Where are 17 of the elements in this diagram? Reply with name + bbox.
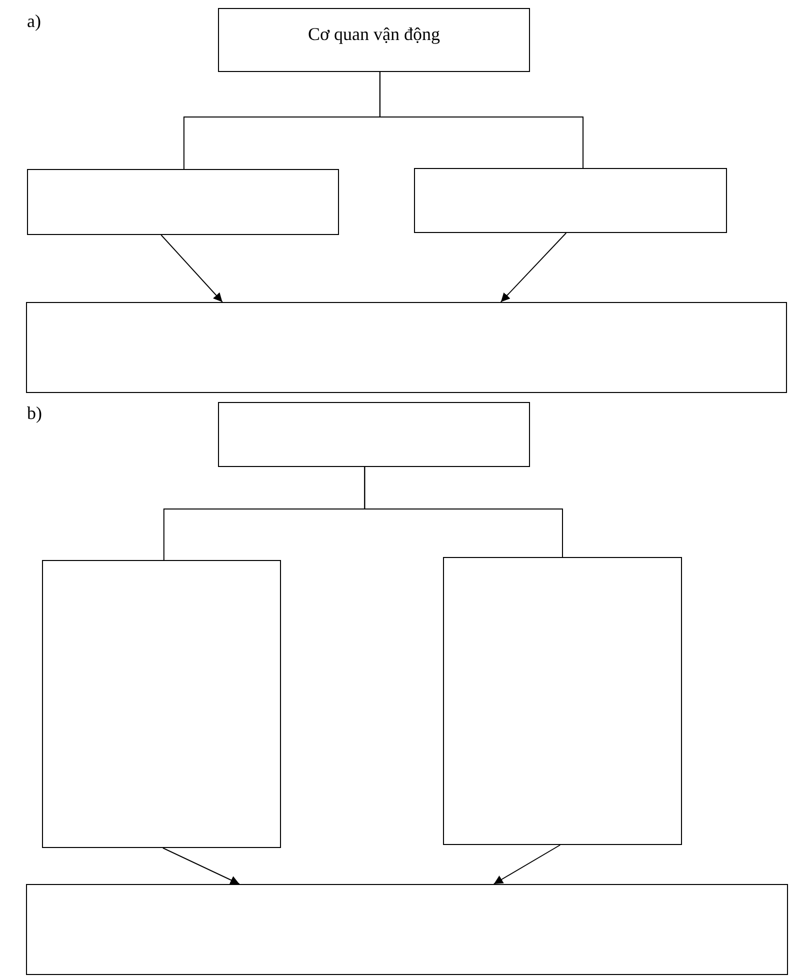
arrow [162,848,240,884]
arrow [500,232,567,302]
empty-box [218,402,530,467]
connector-line [364,466,563,558]
empty-box [414,168,727,233]
empty-box [42,560,281,848]
empty-box [26,302,787,393]
box-text: Cơ quan vận động [308,23,440,46]
empty-box [26,884,788,975]
empty-box [27,169,339,235]
text-box [218,8,530,72]
part-label: b) [27,402,42,424]
connector-line [379,72,584,168]
part-label: a) [27,10,41,32]
arrow [160,234,223,302]
empty-box [443,557,682,845]
arrow [493,844,561,884]
